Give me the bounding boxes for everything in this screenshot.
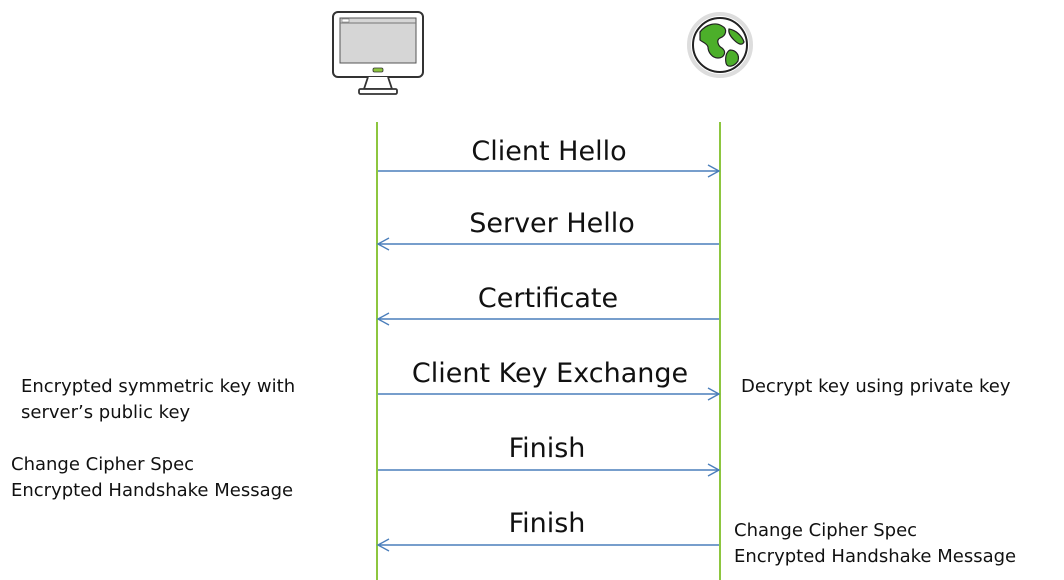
note-client-key: Encrypted symmetric key with server’s pu… <box>21 376 295 423</box>
globe-icon <box>687 12 753 78</box>
note-server-finish: Change Cipher Spec Encrypted Handshake M… <box>734 520 1016 567</box>
message-label: Client Hello <box>471 136 626 167</box>
message-certificate: Certificate <box>376 283 719 326</box>
note-line: server’s public key <box>21 402 191 423</box>
message-label: Client Key Exchange <box>412 358 688 389</box>
message-finish-server: Finish <box>376 508 719 552</box>
message-label: Finish <box>509 508 586 539</box>
message-finish-client: Finish <box>378 433 721 477</box>
message-label: Server Hello <box>469 208 635 239</box>
note-line: Encrypted symmetric key with <box>21 376 295 397</box>
note-line: Decrypt key using private key <box>741 376 1011 397</box>
message-client-hello: Client Hello <box>378 136 721 178</box>
note-line: Change Cipher Spec <box>734 520 917 541</box>
note-line: Change Cipher Spec <box>11 454 194 475</box>
message-client-key-exchange: Client Key Exchange <box>378 358 721 401</box>
note-client-finish: Change Cipher Spec Encrypted Handshake M… <box>11 454 293 501</box>
note-line: Encrypted Handshake Message <box>11 480 293 501</box>
message-server-hello: Server Hello <box>376 208 719 251</box>
note-line: Encrypted Handshake Message <box>734 546 1016 567</box>
note-server-key: Decrypt key using private key <box>741 376 1011 397</box>
desktop-computer-icon <box>332 11 424 95</box>
message-label: Certificate <box>478 283 618 314</box>
message-label: Finish <box>509 433 586 464</box>
